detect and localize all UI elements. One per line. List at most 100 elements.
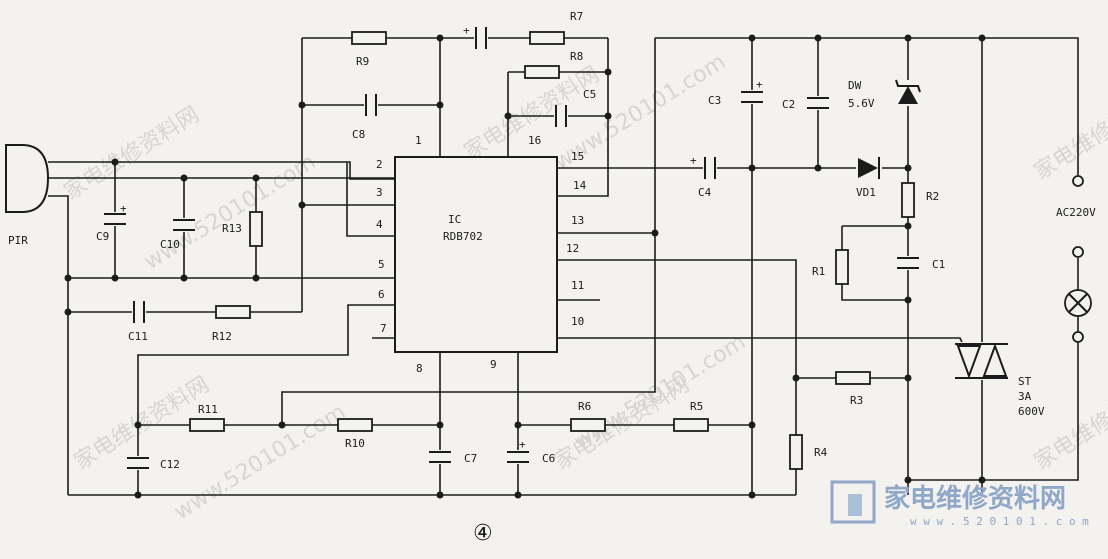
- resistor-r10: R10: [337, 418, 373, 450]
- svg-text:C6: C6: [542, 452, 555, 465]
- watermark-cn: 家电维修资料网: [1030, 372, 1108, 475]
- pin-14: 14: [573, 179, 587, 192]
- resistor-r6: R6: [570, 400, 606, 432]
- resistor-r4: R4: [789, 434, 828, 470]
- resistor-r7: R7: [529, 10, 583, 45]
- pir-label: PIR: [8, 234, 28, 247]
- capacitor-c10: C10: [160, 218, 195, 251]
- capacitor-c2: C2: [782, 96, 829, 111]
- pin-2: 2: [376, 158, 383, 171]
- svg-text:R13: R13: [222, 222, 242, 235]
- resistors: R9 R7 R8 R13 R12 R11 R10 R6 R5 R3 R4 R2 …: [189, 10, 939, 470]
- site-logo: 家电维修资料网 w w w . 5 2 0 1 0 1 . c o m: [830, 480, 1089, 528]
- capacitor-c3: + C3: [708, 78, 763, 107]
- svg-text:R3: R3: [850, 394, 863, 407]
- resistor-r13: R13: [222, 211, 263, 247]
- resistor-r3: R3: [835, 371, 871, 407]
- svg-text:5.6V: 5.6V: [848, 97, 875, 110]
- svg-text:R6: R6: [578, 400, 591, 413]
- pin-15: 15: [571, 150, 584, 163]
- capacitor-c11: C11: [128, 301, 148, 343]
- capacitor-c7: C7: [429, 450, 477, 465]
- svg-text:C5: C5: [583, 88, 596, 101]
- ic-rdb702: IC RDB702 1 2 3 4 5 6 7 8 9 10 11 12 13 …: [376, 134, 587, 375]
- svg-text:C11: C11: [128, 330, 148, 343]
- wires: [48, 37, 1079, 496]
- pin-3: 3: [376, 186, 383, 199]
- pin-12: 12: [566, 242, 579, 255]
- watermark-cn: 家电维修资料网: [1030, 82, 1108, 185]
- diode-vd1: VD1: [856, 156, 882, 199]
- svg-text:+: +: [463, 24, 470, 37]
- svg-text:R5: R5: [690, 400, 703, 413]
- svg-text:C2: C2: [782, 98, 795, 111]
- zener-diode-dw: DW 5.6V: [848, 79, 921, 110]
- capacitor-c6: + C6: [507, 438, 555, 465]
- logo-text: 家电维修资料网: [884, 483, 1066, 514]
- watermark-cn: 家电维修资料网: [60, 102, 204, 205]
- resistor-r9: R9: [351, 31, 387, 68]
- ic-ref: IC: [448, 213, 461, 226]
- capacitor-electrolytic-top: +: [463, 24, 488, 49]
- resistor-r5: R5: [673, 400, 709, 432]
- figure-number: ④: [473, 521, 493, 546]
- svg-text:+: +: [690, 154, 697, 167]
- lamp: [1064, 289, 1092, 343]
- resistor-r2: R2: [901, 182, 939, 218]
- pin-10: 10: [571, 315, 584, 328]
- pin-6: 6: [378, 288, 385, 301]
- logo-url: w w w . 5 2 0 1 0 1 . c o m: [910, 515, 1089, 528]
- svg-text:DW: DW: [848, 79, 862, 92]
- resistor-r1: R1: [812, 249, 849, 285]
- capacitors: C8 + C5 + C9 C10 C11: [96, 24, 945, 471]
- pir-sensor: PIR: [5, 144, 50, 247]
- junctions: [64, 34, 986, 499]
- svg-text:+: +: [519, 438, 526, 451]
- ic-part: RDB702: [443, 230, 483, 243]
- svg-text:R11: R11: [198, 403, 218, 416]
- diodes: DW 5.6V VD1: [848, 79, 921, 199]
- svg-text:ST: ST: [1018, 375, 1032, 388]
- svg-text:R1: R1: [812, 265, 825, 278]
- triac-st: ST 3A 600V: [955, 342, 1045, 418]
- pin-1: 1: [415, 134, 422, 147]
- svg-text:C8: C8: [352, 128, 365, 141]
- svg-text:C9: C9: [96, 230, 109, 243]
- pin-16: 16: [528, 134, 541, 147]
- capacitor-c1: C1: [897, 256, 945, 271]
- svg-text:C10: C10: [160, 238, 180, 251]
- svg-text:C1: C1: [932, 258, 945, 271]
- svg-text:+: +: [756, 78, 763, 91]
- svg-text:R2: R2: [926, 190, 939, 203]
- svg-text:600V: 600V: [1018, 405, 1045, 418]
- pin-9: 9: [490, 358, 497, 371]
- svg-text:R4: R4: [814, 446, 828, 459]
- svg-text:C3: C3: [708, 94, 721, 107]
- svg-text:R12: R12: [212, 330, 232, 343]
- svg-text:R8: R8: [570, 50, 583, 63]
- svg-text:R9: R9: [356, 55, 369, 68]
- svg-text:R7: R7: [570, 10, 583, 23]
- pin-13: 13: [571, 214, 584, 227]
- svg-text:C4: C4: [698, 186, 712, 199]
- pin-7: 7: [380, 322, 387, 335]
- pin-11: 11: [571, 279, 584, 292]
- ac-input: AC220V: [1056, 175, 1096, 258]
- capacitor-c5: C5: [554, 88, 596, 127]
- capacitor-c9: + C9: [96, 202, 127, 243]
- svg-text:R10: R10: [345, 437, 365, 450]
- capacitor-c8: C8: [352, 94, 378, 141]
- svg-text:AC220V: AC220V: [1056, 206, 1096, 219]
- pin-4: 4: [376, 218, 383, 231]
- pin-5: 5: [378, 258, 385, 271]
- watermark-site: www.520101.com: [140, 150, 320, 276]
- svg-text:+: +: [120, 202, 127, 215]
- svg-text:3A: 3A: [1018, 390, 1032, 403]
- svg-text:C12: C12: [160, 458, 180, 471]
- resistor-r11: R11: [189, 403, 225, 432]
- resistor-r8: R8: [524, 50, 583, 79]
- resistor-r12: R12: [212, 305, 251, 343]
- capacitor-c12: C12: [127, 456, 180, 471]
